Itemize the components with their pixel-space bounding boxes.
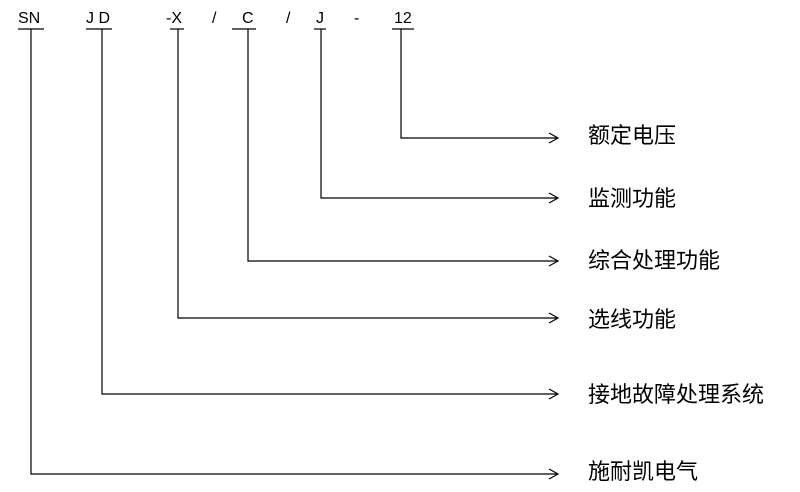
code-x: -X xyxy=(166,10,182,27)
label-rated-voltage: 额定电压 xyxy=(588,124,677,149)
code-sn: SN xyxy=(18,10,41,27)
leader-12-arrowhead xyxy=(548,132,560,144)
leader-jd xyxy=(101,29,558,395)
label-company-name: 施耐凯电气 xyxy=(588,460,699,485)
leader-lines xyxy=(30,29,560,480)
leader-j-arrowhead xyxy=(548,192,560,204)
leader-12 xyxy=(400,29,558,139)
code-j: J xyxy=(316,10,324,27)
leader-c-arrowhead xyxy=(548,255,560,267)
leader-sn xyxy=(30,29,558,475)
leader-sn-arrowhead xyxy=(548,468,560,480)
leader-j xyxy=(320,29,558,199)
label-ground-fault-system: 接地故障处理系统 xyxy=(588,383,765,408)
code-dash: - xyxy=(354,10,360,27)
leader-c xyxy=(247,29,558,262)
code-jd: J D xyxy=(86,10,110,27)
label-line-selection: 选线功能 xyxy=(588,308,677,333)
leader-x-arrowhead xyxy=(548,312,560,324)
code-slash-1: / xyxy=(212,10,217,27)
leader-jd-arrowhead xyxy=(548,388,560,400)
code-12: 12 xyxy=(394,10,412,27)
code-slash-2: / xyxy=(286,10,291,27)
code-c: C xyxy=(242,10,254,27)
leader-x xyxy=(177,29,558,319)
label-integrated-processing: 综合处理功能 xyxy=(588,249,721,274)
label-monitoring-function: 监测功能 xyxy=(588,187,677,212)
